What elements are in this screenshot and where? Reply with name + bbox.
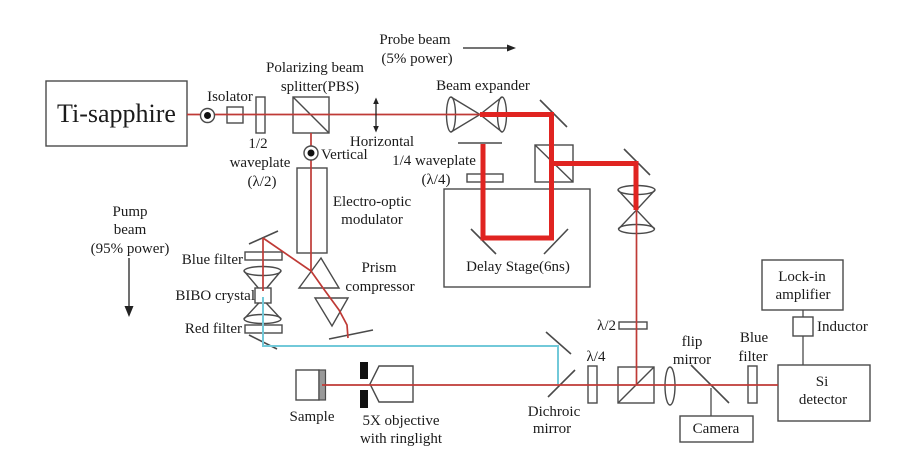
blue-filter-left-label: Blue filter — [182, 252, 243, 268]
lambda-half-label: λ/2 — [597, 318, 616, 334]
prism-compressor-label-1: Prism — [361, 260, 396, 276]
inductor-label: Inductor — [817, 319, 868, 335]
si-detector-label-1: Si — [816, 374, 829, 390]
red-filter-label: Red filter — [185, 321, 242, 337]
expanded-probe-beam — [480, 112, 554, 241]
arrow-head — [507, 44, 516, 52]
probe-beam-arrow — [463, 44, 516, 52]
dot-center — [307, 149, 315, 157]
lockin-label-1: Lock-in — [778, 269, 826, 285]
delay-stage-box — [443, 188, 591, 288]
pbs-label-2: splitter(PBS) — [281, 79, 359, 95]
prism-compressor-label-2: compressor — [345, 279, 414, 295]
pump-beam-label-1: Pump — [112, 204, 147, 220]
half-waveplate-label-2: waveplate — [230, 155, 291, 171]
sample — [295, 369, 327, 401]
lambda-half-element — [618, 321, 648, 330]
objective-label-1: 5X objective — [362, 413, 439, 429]
electro-optic-modulator — [296, 167, 328, 254]
half-waveplate-label-3: (λ/2) — [248, 174, 277, 190]
pump-beam-label-3: (95% power) — [91, 241, 170, 257]
delay-mirror-right — [543, 228, 569, 255]
bibo-crystal-label: BIBO crystal — [175, 288, 255, 304]
compressor-beam-path — [262, 237, 349, 339]
dichroic-mirror-element — [547, 369, 576, 398]
detection-lens — [664, 366, 676, 406]
eom-label-1: Electro-optic — [333, 194, 412, 210]
quarter-waveplate-label-1: 1/4 waveplate — [392, 153, 476, 169]
blue-beam-down-mirror — [545, 331, 572, 355]
ti-sapphire-laser — [45, 80, 188, 147]
flip-mirror-label-2: mirror — [673, 352, 711, 368]
pump-beam-arrow — [124, 258, 134, 317]
isolator-polarization-dot — [199, 107, 216, 124]
sample-body — [295, 369, 320, 401]
arrow-head-down — [373, 126, 379, 133]
pbs-label-1: Polarizing beam — [266, 60, 364, 76]
blue-second-harmonic-beam — [262, 297, 559, 384]
delay-mirror-left — [470, 228, 497, 255]
horizontal-polarization-arrow — [373, 97, 379, 133]
sample-label: Sample — [290, 409, 335, 425]
probe-beam-label-1: Probe beam — [379, 32, 451, 48]
dichroic-label-1: Dichroic — [528, 404, 581, 420]
objective-with-ringlight — [360, 362, 414, 408]
ringlight-bar-top — [360, 362, 368, 379]
red-thick-beams — [480, 112, 639, 241]
inductor-element — [792, 316, 814, 337]
ringlight-bar-bottom — [360, 390, 368, 408]
objective-body — [369, 365, 414, 403]
lockin-label-2: amplifier — [776, 287, 831, 303]
delay-output-beam — [554, 161, 639, 210]
arrow-head — [124, 306, 134, 317]
horizontal-label: Horizontal — [350, 134, 414, 150]
vertical-polarization-dot — [303, 145, 319, 161]
vertical-label: Vertical — [321, 147, 368, 163]
blue-beam-path — [262, 297, 559, 384]
ti-sapphire-box — [45, 80, 188, 147]
probe-beam-label-2: (5% power) — [381, 51, 452, 67]
eom-label-2: modulator — [341, 212, 403, 228]
arrow-head-up — [373, 97, 379, 104]
objective-label-2: with ringlight — [360, 431, 443, 447]
dot-center — [204, 112, 211, 119]
flip-mirror-label-1: flip — [682, 334, 703, 350]
lambda-quarter-label: λ/4 — [587, 349, 606, 365]
si-detector-box — [777, 364, 871, 422]
delay-stage-label: Delay Stage(6ns) — [466, 259, 570, 275]
pump-beam-label-2: beam — [114, 222, 147, 238]
prism-2 — [313, 297, 350, 328]
beam-expander-label: Beam expander — [436, 78, 530, 94]
blue-filter-right-label-1: Blue — [740, 330, 769, 346]
red-thin-beams — [187, 113, 778, 386]
camera-label: Camera — [693, 421, 740, 437]
lockin-amplifier-box — [761, 259, 844, 311]
prism-1 — [297, 256, 341, 289]
compressor-end-mirror — [328, 329, 374, 340]
isolator-label: Isolator — [207, 89, 253, 105]
half-waveplate-label-1: 1/2 — [248, 136, 267, 152]
laser-label: Ti-sapphire — [57, 99, 176, 128]
eom-body — [296, 167, 328, 254]
blue-filter-right-label-2: filter — [738, 349, 767, 365]
flip-mirror-element — [690, 364, 730, 404]
dichroic-label-2: mirror — [533, 421, 571, 437]
quarter-waveplate-label-2: (λ/4) — [422, 172, 451, 188]
camera-box — [679, 415, 754, 443]
si-detector-label-2: detector — [799, 392, 847, 408]
